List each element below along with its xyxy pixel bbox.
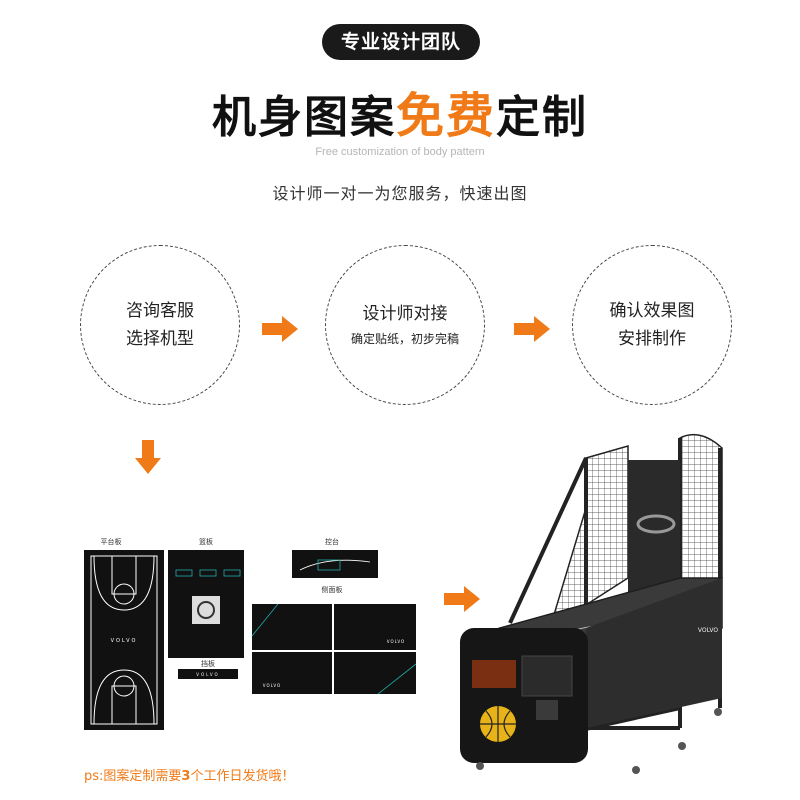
side-brand: VOLVO xyxy=(263,683,281,688)
step-1-line2: 选择机型 xyxy=(126,329,194,349)
headline: 机身图案免费定制 xyxy=(0,76,800,146)
team-badge: 专业设计团队 xyxy=(322,24,480,60)
arrow-right-icon xyxy=(262,316,298,342)
court-brand: VOLVO xyxy=(111,638,138,644)
shipping-note: ps:图案定制需要3个工作日发货哦！ xyxy=(84,765,294,784)
headline-suffix: 定制 xyxy=(496,92,588,143)
court-panel xyxy=(84,550,164,730)
side-brand: VOLVO xyxy=(387,639,405,644)
baffle-panel xyxy=(178,669,238,679)
step-1-line1: 咨询客服 xyxy=(126,301,194,321)
basketball-machine-image: VOLVO xyxy=(460,433,723,774)
court-panel-label: 平台板 xyxy=(101,537,122,546)
step-designer-circle: 设计师对接 确定贴纸，初步完稿 xyxy=(325,245,485,405)
arrow-down-icon xyxy=(135,440,161,474)
caster-wheel xyxy=(678,742,686,750)
coin-slot-panel xyxy=(521,655,573,697)
side-panel xyxy=(334,604,416,650)
hoop-ring xyxy=(636,514,676,534)
caster-wheel xyxy=(714,708,722,716)
sticker-layout-sheet: 平台板 VOLVO 篮板 挡板 VOLVO 控台 侧面板 VOLVO VOLVO xyxy=(84,537,417,730)
volvo-logo-ring xyxy=(197,601,215,619)
cover-panel-label: 篮板 xyxy=(199,537,213,546)
side-panel-label: 侧面板 xyxy=(322,585,343,594)
volvo-logo-icon xyxy=(192,596,220,624)
backboard xyxy=(628,460,680,600)
console-curve xyxy=(299,559,371,571)
arrow-right-icon xyxy=(514,316,550,342)
step-confirm-circle: 确认效果图 安排制作 xyxy=(572,245,732,405)
caster-wheel xyxy=(632,766,640,774)
court-lines xyxy=(90,555,158,725)
cover-slot xyxy=(199,569,217,577)
console-slot xyxy=(317,559,341,571)
step-3-line1: 确认效果图 xyxy=(609,301,695,321)
console-panel xyxy=(292,550,378,578)
note-prefix: ps:图案定制需要 xyxy=(84,769,182,784)
step-3-line2: 安排制作 xyxy=(618,329,686,349)
side-panel xyxy=(252,604,332,650)
side-accent-line xyxy=(377,663,417,695)
english-subtitle: Free customization of body pattern xyxy=(315,146,485,158)
cabinet-decal xyxy=(472,660,516,688)
ticket-outlet xyxy=(536,700,558,720)
step-consult-circle: 咨询客服 选择机型 xyxy=(80,245,240,405)
console-panel-label: 控台 xyxy=(325,537,339,546)
note-number: 3 xyxy=(181,769,191,784)
machine-side-panel xyxy=(586,578,722,728)
basketball-seams xyxy=(480,706,516,742)
baffle-panel-label: 挡板 xyxy=(201,659,215,668)
baffle-brand: VOLVO xyxy=(196,672,219,677)
back-net xyxy=(679,433,723,600)
side-panel xyxy=(334,652,416,694)
step-2-line2: 确定贴纸，初步完稿 xyxy=(350,332,459,346)
headline-highlight: 免费 xyxy=(395,88,496,144)
side-panel xyxy=(252,652,332,694)
note-suffix: 个工作日发货哦！ xyxy=(190,769,295,784)
caster-wheel xyxy=(476,762,484,770)
step-2-line1: 设计师对接 xyxy=(362,304,448,324)
service-description: 设计师一对一为您服务，快速出图 xyxy=(272,184,528,203)
cover-slot xyxy=(223,569,241,577)
cover-slot xyxy=(175,569,193,577)
headline-prefix: 机身图案 xyxy=(211,92,396,143)
side-accent-line xyxy=(251,603,279,637)
arrow-right-icon xyxy=(444,586,480,612)
machine-side-brand: VOLVO xyxy=(698,627,718,634)
